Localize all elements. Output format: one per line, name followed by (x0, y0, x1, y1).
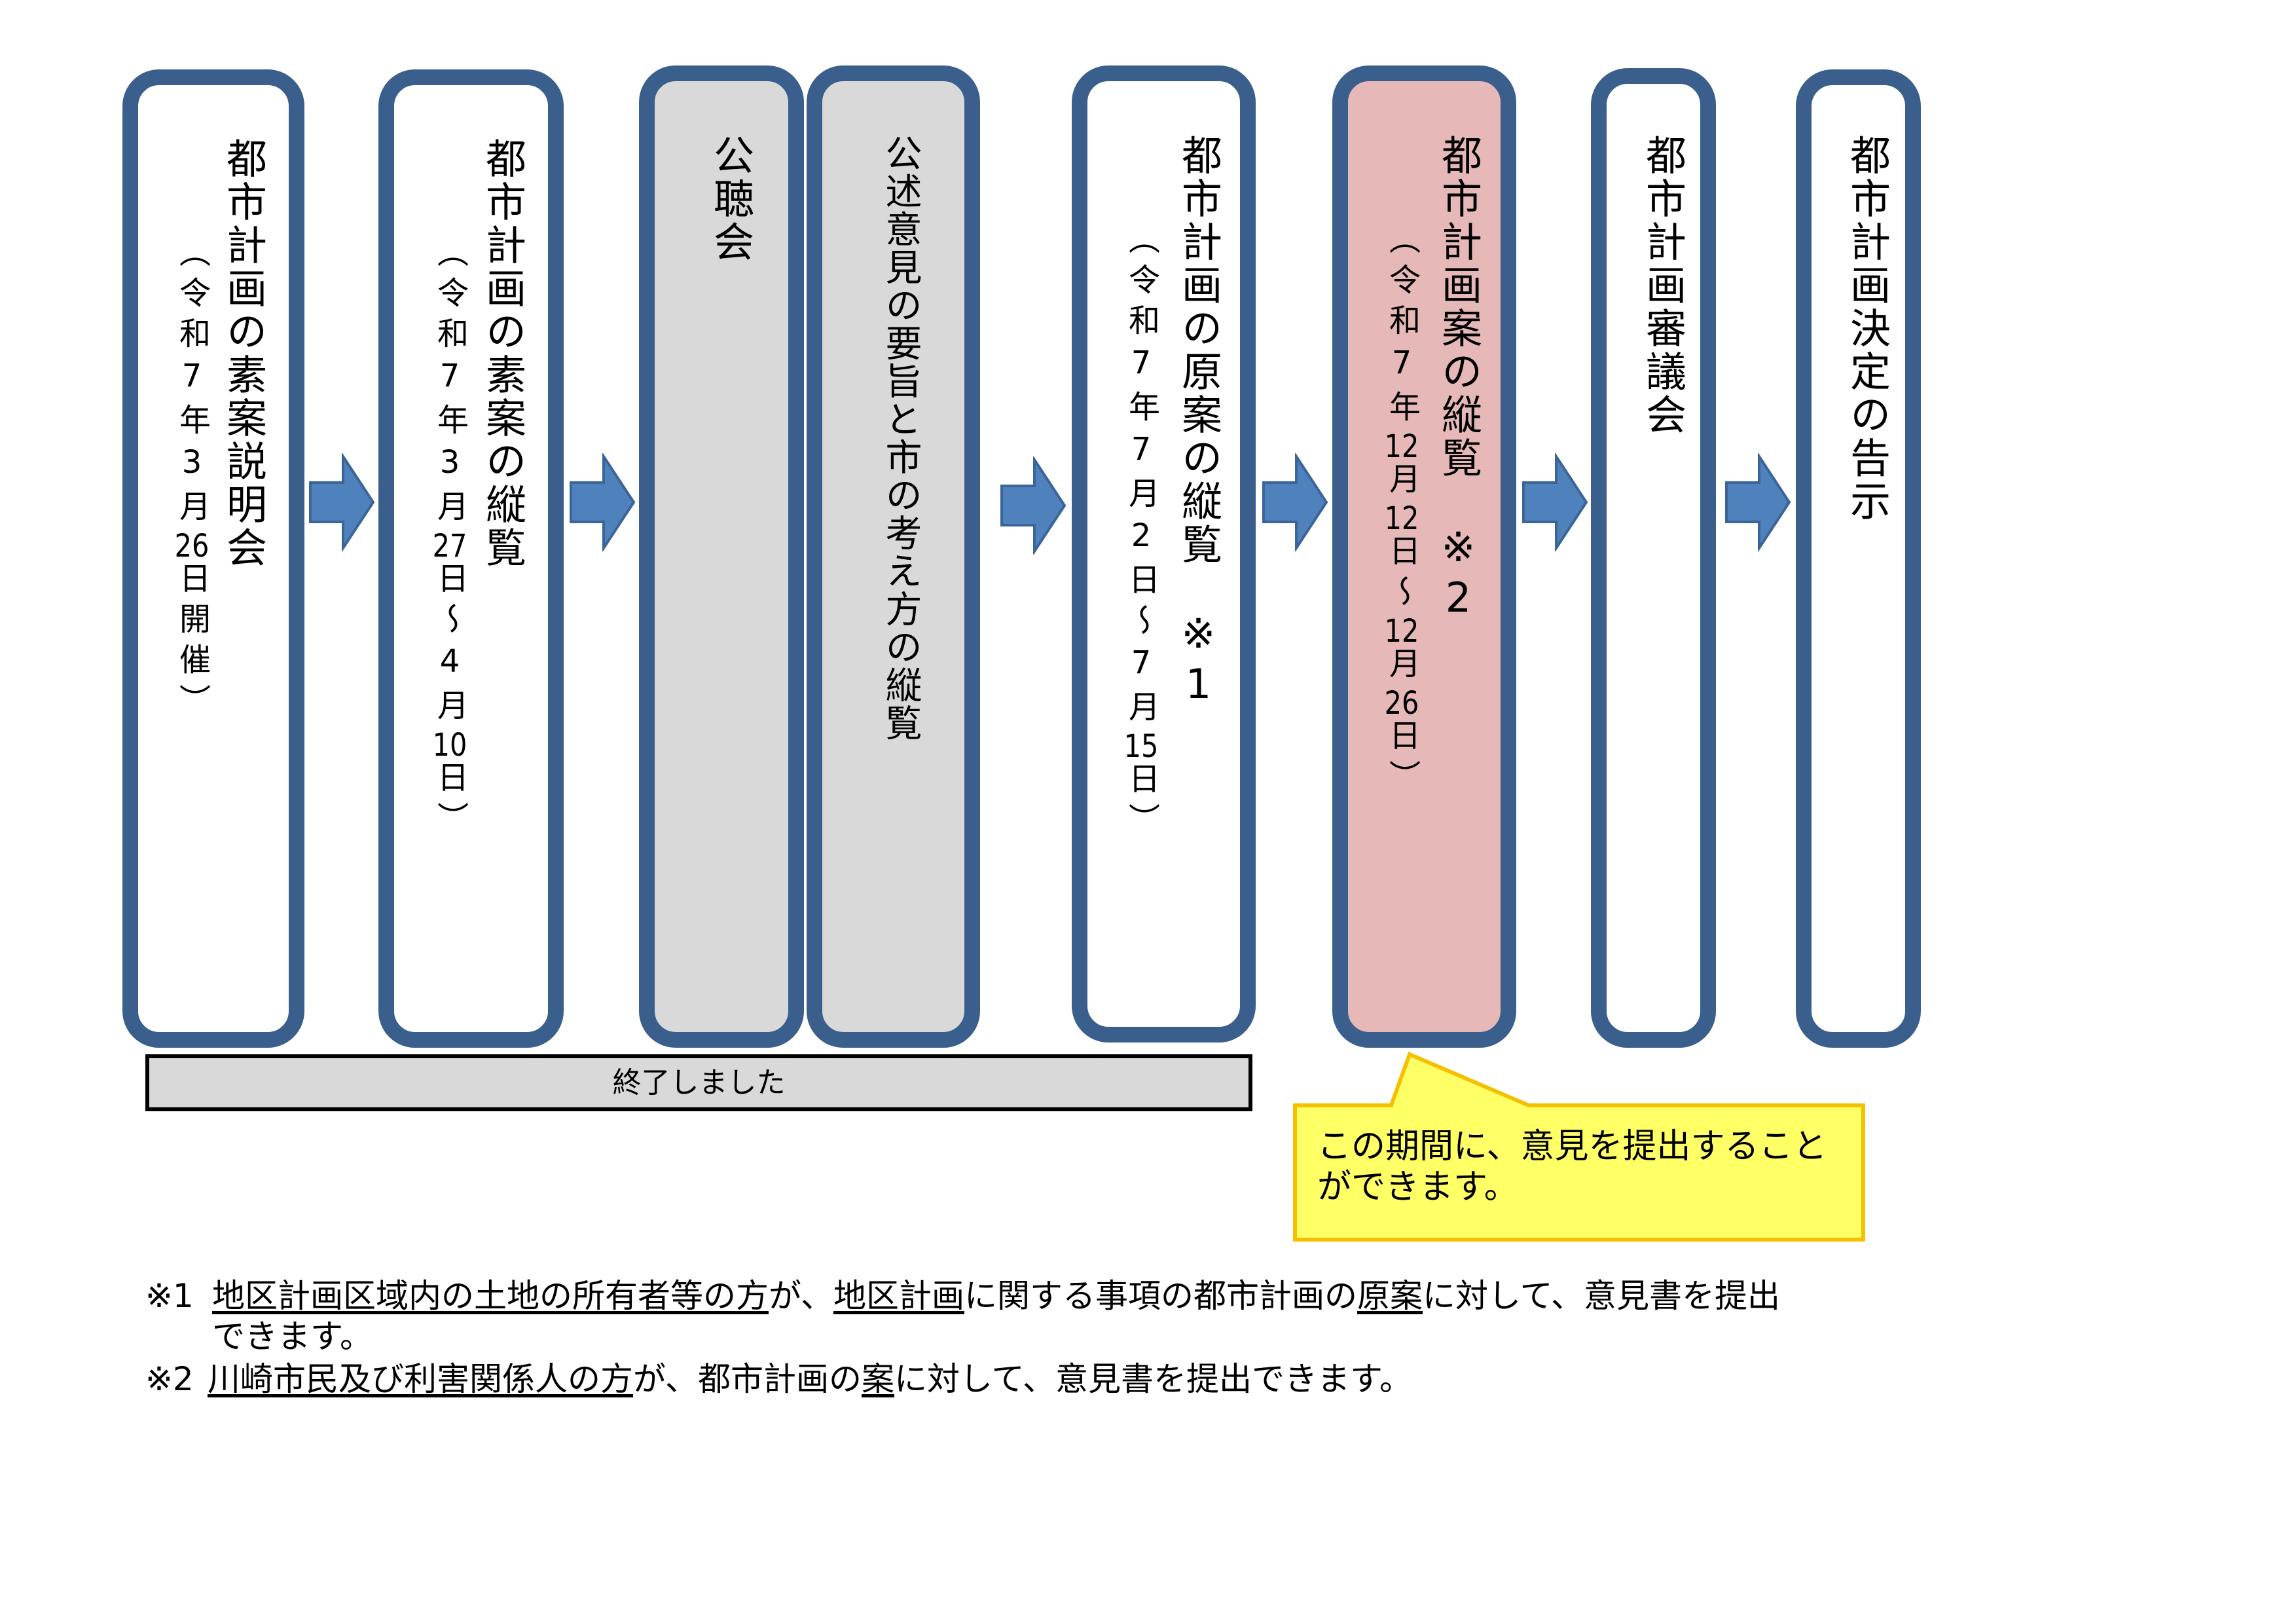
callout-text: この期間に、意見を提出することができます。 (1317, 1127, 1827, 1207)
arrow-right-icon (570, 453, 635, 551)
step-box-6 (1332, 65, 1516, 1048)
arrow-right-icon (1262, 453, 1328, 551)
step-2-date: （令和7年3月27日～4月10日） (431, 236, 468, 842)
arrow-right-icon (1522, 453, 1588, 551)
step-box-7 (1591, 68, 1716, 1048)
footnote-2-seg: 川崎市民及び利害関係人の方 (208, 1360, 633, 1398)
footnote-1-seg: 原案 (1357, 1277, 1423, 1315)
step-box-1 (122, 69, 304, 1048)
step-2-title: 都市計画の素案の縦覧 (479, 138, 526, 570)
footnote-2-mark: ※2 (145, 1360, 194, 1398)
step-box-8 (1796, 69, 1921, 1048)
step-3-title: 公聴会 (706, 134, 754, 264)
step-box-3 (639, 65, 804, 1048)
footnote-2-seg: に対して、意見書を提出できます。 (894, 1360, 1412, 1398)
arrow-right-icon (1725, 453, 1791, 551)
step-7-title: 都市計画審議会 (1639, 134, 1686, 437)
step-5-date: （令和7年7月2日～7月15日） (1123, 223, 1159, 843)
footnote-1-seg: に関する事項の都市計画の (964, 1277, 1357, 1315)
arrow-right-icon (1000, 456, 1066, 555)
step-box-4 (807, 65, 980, 1048)
step-1-date: （令和7年3月26日開催） (173, 236, 210, 724)
footnote-1-seg: が、 (769, 1277, 833, 1315)
footnote-1-seg: 地区計画 (833, 1277, 964, 1315)
step-5-title: 都市計画の原案の縦覧 ※1 (1175, 134, 1222, 710)
step-6-date: （令和7年12月12日～12月26日） (1383, 223, 1420, 800)
footnote-2-seg: 案 (862, 1360, 894, 1398)
step-1-title: 都市計画の素案説明会 (219, 138, 267, 570)
arrow-right-icon (309, 453, 374, 551)
completed-bar: 終了しました (145, 1054, 1252, 1111)
footnote-1-seg: に対して、意見書を提出できます。 (212, 1277, 1780, 1356)
footnote-1-seg: 地区計画区域内の土地の所有者等の方 (212, 1277, 769, 1315)
step-6-title: 都市計画案の縦覧 ※2 (1434, 134, 1482, 624)
footnote-2-seg: が、都市計画の (633, 1360, 862, 1398)
step-4-title: 公述意見の要旨と市の考え方の縦覧 (879, 134, 922, 742)
step-8-title: 都市計画決定の告示 (1843, 134, 1891, 523)
footnote-1-mark: ※1 (145, 1277, 194, 1315)
step-box-5 (1072, 65, 1256, 1043)
step-box-2 (378, 69, 564, 1048)
